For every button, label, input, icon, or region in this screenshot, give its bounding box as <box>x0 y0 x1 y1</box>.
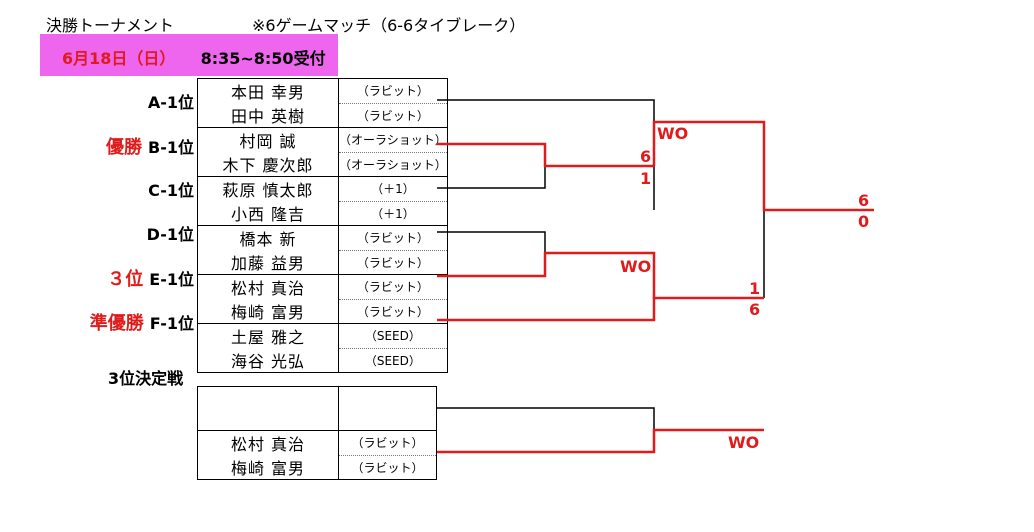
score-final-top: 6 <box>858 191 870 210</box>
event-date: 6月18日（日） <box>62 49 176 68</box>
entry-row: 土屋 雅之（SEED） <box>197 323 448 349</box>
winner-line <box>437 251 656 298</box>
entry-row: 本田 幸男（ラビット） <box>197 78 448 104</box>
entry-row: 小西 隆吉（＋1） <box>197 201 448 226</box>
date-banner <box>40 34 338 76</box>
page-title: 決勝トーナメント <box>46 16 175 35</box>
date-line: 6月18日（日） 8:35~8:50受付 <box>62 45 326 69</box>
score-sf-bottom-loser: 6 <box>749 300 761 319</box>
bracket-line <box>437 166 546 189</box>
entry-row: 木下 慶次郎（オーラショット） <box>197 152 448 177</box>
result-third: ３位 <box>107 269 144 290</box>
entry-row: 梅崎 富男（ラビット） <box>197 299 448 324</box>
entry-row: 加藤 益男（ラビット） <box>197 250 448 275</box>
entry-row: 松村 真治（ラビット） <box>197 274 448 300</box>
score-qf1-loser: 1 <box>640 169 652 188</box>
winner-line <box>652 120 874 212</box>
result-runner-up: 準優勝 <box>89 313 144 334</box>
entry-row: 村岡 誠（オーラショット） <box>197 127 448 153</box>
score-qf1-winner: 6 <box>640 147 652 166</box>
score-sf-top: WO <box>657 124 689 143</box>
winner-line <box>437 142 654 168</box>
winner-line <box>437 296 764 322</box>
entry-row: 梅崎 富男（ラビット） <box>197 455 437 480</box>
bracket-line <box>437 99 655 210</box>
third-place-table: 松村 真治（ラビット） 梅崎 富男（ラビット） <box>197 386 437 480</box>
third-place-title: 3位決定戦 <box>108 369 184 388</box>
entry-row: 田中 英樹（ラビット） <box>197 103 448 128</box>
score-qf2: WO <box>620 257 652 276</box>
score-sf-bottom-winner: 1 <box>749 279 761 298</box>
entry-row: 松村 真治（ラビット） <box>197 430 437 456</box>
entry-row: 海谷 光弘（SEED） <box>197 348 448 373</box>
match-rule: ※6ゲームマッチ（6-6タイブレーク） <box>252 16 526 35</box>
entry-row: 萩原 慎太郎（＋1） <box>197 176 448 202</box>
seed-label-d: D-1位 <box>146 225 194 244</box>
score-third-place: WO <box>728 433 760 452</box>
bracket-line <box>437 407 655 430</box>
draw-table: 本田 幸男（ラビット） 田中 英樹（ラビット） 村岡 誠（オーラショット） 木下… <box>197 78 448 373</box>
seed-label-c: C-1位 <box>148 181 194 200</box>
reception-time: 8:35~8:50受付 <box>200 49 326 68</box>
score-final-bottom: 0 <box>858 212 870 231</box>
winner-line <box>437 428 764 454</box>
entry-row: 橋本 新（ラビット） <box>197 225 448 251</box>
entry-row-empty <box>197 386 437 431</box>
bracket-line <box>437 231 546 253</box>
seed-label-a: A-1位 <box>147 93 194 112</box>
result-champion: 優勝 <box>106 137 143 158</box>
